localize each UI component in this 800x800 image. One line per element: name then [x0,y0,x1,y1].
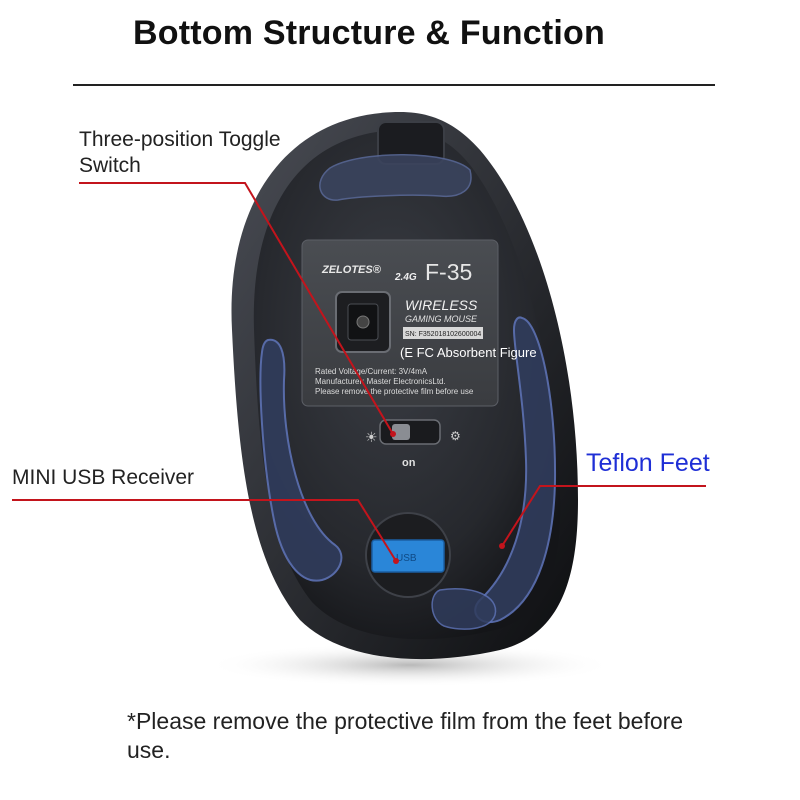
feet-callout-dot [499,543,505,549]
bulb-icon: ☀ [365,429,378,445]
feet-callout-line [501,485,706,547]
label-line1: WIRELESS [405,297,478,313]
toggle-callout-dot [390,431,396,437]
label-model: F-35 [425,259,472,285]
page-title: Bottom Structure & Function [133,14,605,52]
toggle-callout-line [79,182,394,435]
teflon-foot-top [319,154,472,201]
label-serial: SN: F35201810260000​4 [405,331,481,338]
sensor-lens [356,315,370,329]
toggle-switch-callout-line-2: Switch [79,154,141,177]
toggle-switch-callout: Three-position Toggle Switch [79,127,281,179]
label-brand: ZELOTES® [321,264,382,276]
usb-receiver [371,539,445,573]
switch-on-label: on [402,457,416,469]
usb-callout-dot [393,558,399,564]
usb-text: USB [396,553,417,564]
dpi-icon: ⚙ [450,429,461,443]
footer-note: *Please remove the protective film from … [127,708,684,763]
label-certs: (E FC Absorbent Figure [400,345,537,360]
serial-box [403,327,483,339]
label-badge: 2.4G [394,272,417,283]
title-divider [73,84,715,86]
teflon-feet-callout: Teflon Feet [586,449,710,477]
usb-receiver-callout: MINI USB Receiver [12,466,195,489]
label-rated: Rated Voltage/Current: 3V/4mA [315,367,428,376]
label-line2: GAMING MOUSE [405,314,478,324]
label-manufacturer: Manufacturer: Master ElectronicsLtd. [315,377,446,386]
toggle-knob [392,424,410,440]
label-film-note: Please remove the protective film before… [315,387,474,396]
usb-callout-line [12,499,397,562]
mouse-shadow [205,643,615,687]
toggle-switch-callout-line-1: Three-position Toggle [79,128,281,151]
teflon-foot-left [259,338,343,582]
teflon-foot-bottom [431,588,497,630]
